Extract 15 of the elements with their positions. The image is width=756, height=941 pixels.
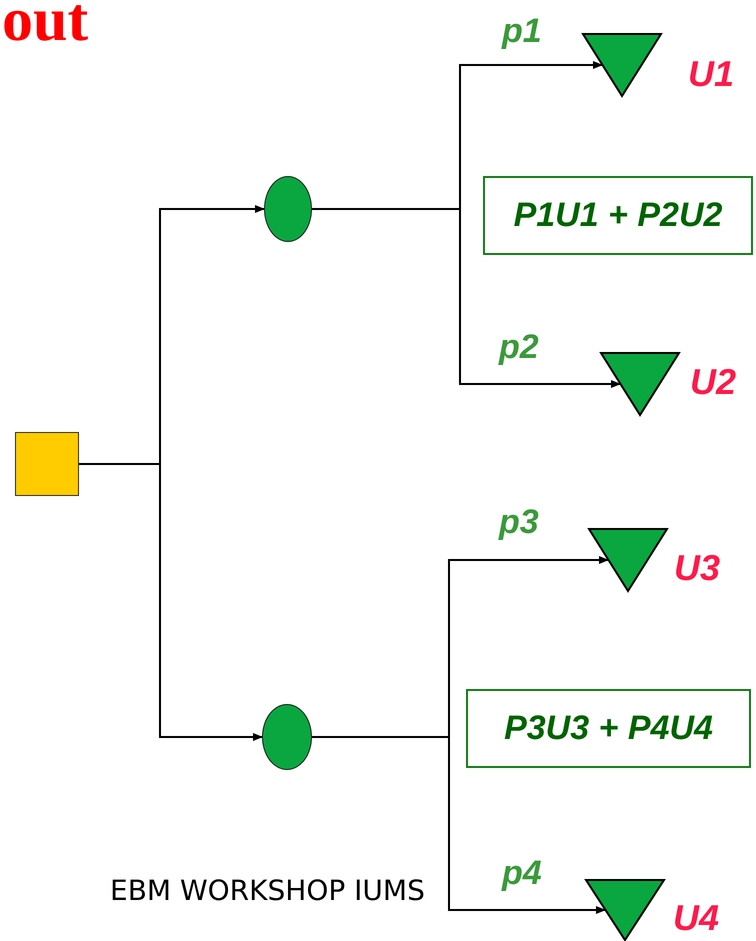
expected-value-box bbox=[483, 176, 753, 255]
outcome-triangle bbox=[582, 33, 662, 97]
expected-value-box bbox=[466, 689, 751, 768]
expected-value-formula: P3U3 + P4U4 bbox=[504, 709, 713, 748]
footer-text: EBM WORKSHOP IUMS bbox=[110, 876, 425, 907]
utility-label: U1 bbox=[688, 56, 734, 92]
utility-label: U4 bbox=[673, 900, 720, 936]
outcome-triangle bbox=[585, 879, 665, 941]
slide-title: out bbox=[2, 0, 88, 54]
decision-square bbox=[15, 432, 79, 496]
expected-value-formula: P1U1 + P2U2 bbox=[514, 196, 722, 235]
utility-label: U2 bbox=[690, 364, 736, 400]
outcome-triangle bbox=[588, 528, 668, 592]
utility-label: U3 bbox=[674, 550, 720, 586]
outcome-triangle bbox=[600, 352, 680, 416]
